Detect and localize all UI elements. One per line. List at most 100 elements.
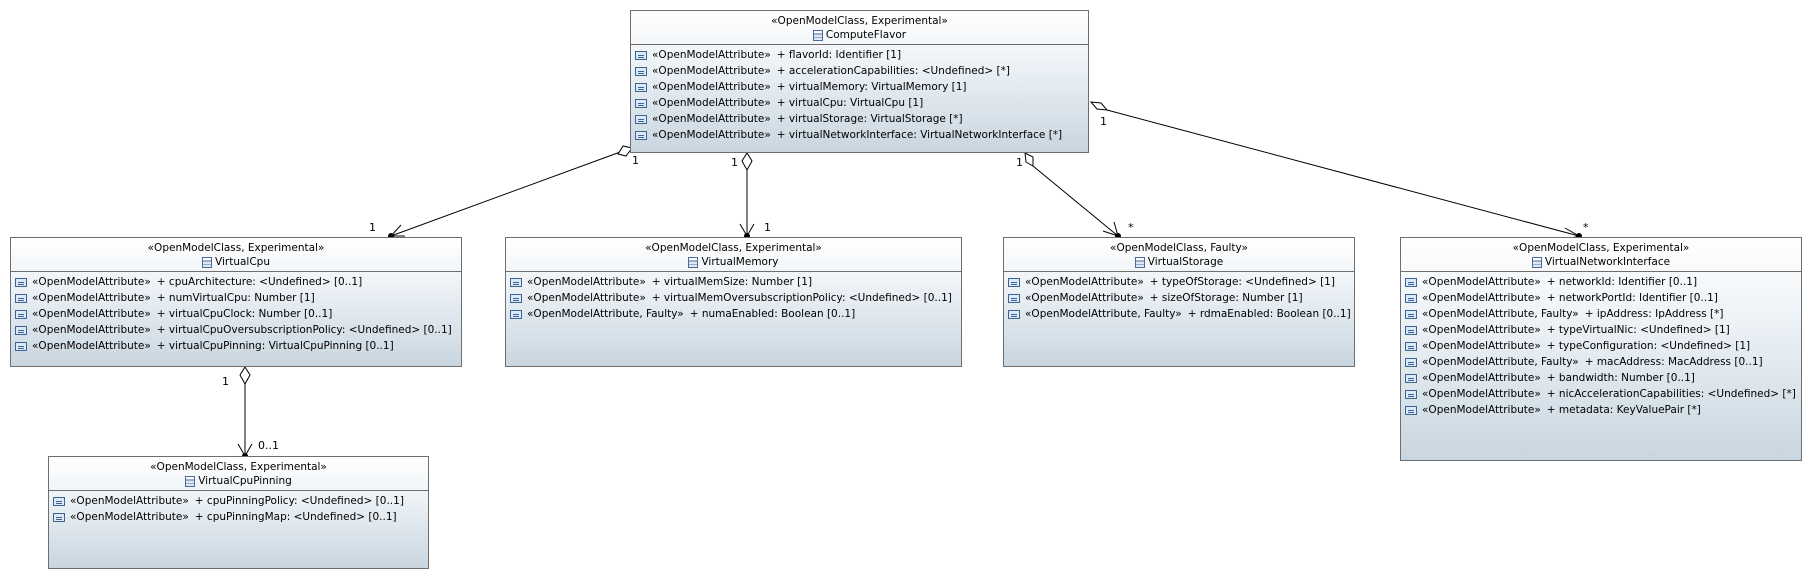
attribute-text: + rdmaEnabled: Boolean [0..1] — [1187, 308, 1351, 320]
class-box-virtualmemory[interactable]: «OpenModelClass, Experimental» VirtualMe… — [505, 237, 962, 367]
attribute-row[interactable]: «OpenModelAttribute»+ networkPortId: Ide… — [1405, 290, 1801, 306]
attribute-row[interactable]: «OpenModelAttribute»+ virtualMemory: Vir… — [635, 79, 1088, 95]
assoc-line-virtualcpu — [390, 150, 624, 237]
attribute-list: «OpenModelAttribute»+ networkId: Identif… — [1401, 272, 1801, 418]
attribute-stereotype: «OpenModelAttribute, Faulty» — [1422, 356, 1579, 368]
attribute-row[interactable]: «OpenModelAttribute» + virtualMemSize: Nu… — [510, 274, 961, 290]
attribute-row[interactable]: «OpenModelAttribute»+ numVirtualCpu: Num… — [15, 290, 461, 306]
class-box-computeflavor[interactable]: «OpenModelClass, Experimental» ComputeFl… — [630, 10, 1089, 153]
attribute-row[interactable]: «OpenModelAttribute»+ typeOfStorage: <Un… — [1008, 274, 1354, 290]
aggregation-diamond — [617, 145, 633, 157]
attribute-row[interactable]: «OpenModelAttribute» + virtualMemOversubs… — [510, 290, 961, 306]
aggregation-diamond — [239, 366, 251, 386]
class-name: ComputeFlavor — [825, 29, 907, 41]
attribute-row[interactable]: «OpenModelAttribute»+ virtualStorage: Vi… — [635, 111, 1088, 127]
attribute-row[interactable]: «OpenModelAttribute, Faulty»+ macAddress… — [1405, 354, 1801, 370]
attribute-icon — [1008, 309, 1020, 319]
attribute-text: + metadata: KeyValuePair [*] — [1546, 404, 1701, 416]
class-header: «OpenModelClass, Experimental» VirtualMe… — [506, 238, 961, 272]
attribute-stereotype: «OpenModelAttribute» — [652, 97, 771, 109]
attribute-text: + sizeOfStorage: Number [1] — [1149, 292, 1303, 304]
attribute-row[interactable]: «OpenModelAttribute, Faulty»+ numaEnable… — [510, 306, 961, 322]
attribute-stereotype: «OpenModelAttribute» — [70, 495, 189, 507]
attribute-row[interactable]: «OpenModelAttribute»+ virtualNetworkInte… — [635, 127, 1088, 143]
attribute-text: + virtualMemSize: Number [1] — [651, 276, 813, 288]
attribute-icon — [1405, 309, 1417, 319]
class-stereotype: «OpenModelClass, Experimental» — [1512, 242, 1690, 254]
attribute-stereotype: «OpenModelAttribute» — [70, 511, 189, 523]
class-name: VirtualCpuPinning — [198, 475, 292, 487]
attribute-icon — [1405, 341, 1417, 351]
attribute-stereotype: «OpenModelAttribute» — [32, 276, 151, 288]
attribute-row[interactable]: «OpenModelAttribute»+ networkId: Identif… — [1405, 274, 1801, 290]
attribute-row[interactable]: «OpenModelAttribute»+ virtualCpuClock: N… — [15, 306, 461, 322]
attribute-text: + virtualMemory: VirtualMemory [1] — [776, 81, 967, 93]
attribute-icon — [635, 66, 647, 76]
multiplicity-label: 1 — [1016, 156, 1023, 169]
aggregation-diamond — [741, 152, 753, 172]
attribute-stereotype: «OpenModelAttribute» — [32, 324, 151, 336]
attribute-text: + cpuPinningPolicy: <Undefined> [0..1] — [194, 495, 404, 507]
class-icon — [1134, 256, 1145, 268]
attribute-row[interactable]: «OpenModelAttribute»+ nicAccelerationCap… — [1405, 386, 1801, 402]
attribute-icon — [1405, 277, 1417, 287]
attribute-row[interactable]: «OpenModelAttribute»+ bandwidth: Number … — [1405, 370, 1801, 386]
class-box-virtualcpu[interactable]: «OpenModelClass, Experimental» VirtualCp… — [10, 237, 462, 367]
class-box-virtualstorage[interactable]: «OpenModelClass, Faulty» VirtualStorage … — [1003, 237, 1355, 367]
attribute-row[interactable]: «OpenModelAttribute»+ metadata: KeyValue… — [1405, 402, 1801, 418]
attribute-row[interactable]: «OpenModelAttribute»+ flavorId: Identifi… — [635, 47, 1088, 63]
attribute-row[interactable]: «OpenModelAttribute, Faulty»+ rdmaEnable… — [1008, 306, 1354, 322]
attribute-icon — [15, 309, 27, 319]
attribute-stereotype: «OpenModelAttribute» — [527, 292, 646, 304]
attribute-stereotype: «OpenModelAttribute» — [1422, 276, 1541, 288]
class-icon — [185, 475, 196, 487]
attribute-text: + virtualMemOversubscriptionPolicy: <Und… — [651, 292, 952, 304]
multiplicity-label: 1 — [222, 375, 229, 388]
attribute-stereotype: «OpenModelAttribute» — [1025, 276, 1144, 288]
attribute-row[interactable]: «OpenModelAttribute»+ accelerationCapabi… — [635, 63, 1088, 79]
class-name: VirtualMemory — [701, 256, 779, 268]
multiplicity-label: * — [1128, 221, 1134, 234]
attribute-icon — [1405, 373, 1417, 383]
attribute-text: + accelerationCapabilities: <Undefined> … — [776, 65, 1010, 77]
attribute-icon — [53, 512, 65, 522]
multiplicity-label: 1 — [731, 156, 738, 169]
class-header: «OpenModelClass, Faulty» VirtualStorage — [1004, 238, 1354, 272]
attribute-icon — [1405, 357, 1417, 367]
attribute-icon — [635, 82, 647, 92]
attribute-stereotype: «OpenModelAttribute» — [1422, 292, 1541, 304]
attribute-text: + numaEnabled: Boolean [0..1] — [689, 308, 856, 320]
attribute-text: + virtualStorage: VirtualStorage [*] — [776, 113, 963, 125]
attribute-icon — [53, 496, 65, 506]
multiplicity-label: * — [1583, 221, 1589, 234]
attribute-row[interactable]: «OpenModelAttribute» + typeVirtualNic: <U… — [1405, 322, 1801, 338]
attribute-row[interactable]: «OpenModelAttribute, Faulty»+ ipAddress:… — [1405, 306, 1801, 322]
attribute-row[interactable]: «OpenModelAttribute» + cpuPinningMap: <Un… — [53, 509, 428, 525]
attribute-stereotype: «OpenModelAttribute» — [1422, 324, 1541, 336]
multiplicity-label: 1 — [764, 221, 771, 234]
attribute-stereotype: «OpenModelAttribute» — [1422, 340, 1541, 352]
class-icon — [202, 256, 213, 268]
attribute-row[interactable]: «OpenModelAttribute»+ sizeOfStorage: Num… — [1008, 290, 1354, 306]
attribute-icon — [1405, 389, 1417, 399]
attribute-row[interactable]: «OpenModelAttribute» + cpuPinningPolicy: … — [53, 493, 428, 509]
attribute-text: + typeVirtualNic: <Undefined> [1] — [1546, 324, 1730, 336]
class-header: «OpenModelClass, Experimental» VirtualCp… — [49, 457, 428, 491]
attribute-text: + virtualNetworkInterface: VirtualNetwor… — [776, 129, 1063, 141]
attribute-row[interactable]: «OpenModelAttribute»+ virtualCpuOversubs… — [15, 322, 461, 338]
attribute-text: + virtualCpu: VirtualCpu [1] — [776, 97, 924, 109]
attribute-row[interactable]: «OpenModelAttribute» + virtualCpu: Virtua… — [635, 95, 1088, 111]
attribute-text: + flavorId: Identifier [1] — [776, 49, 902, 61]
attribute-icon — [15, 325, 27, 335]
attribute-row[interactable]: «OpenModelAttribute»+ cpuArchitecture: <… — [15, 274, 461, 290]
attribute-row[interactable]: «OpenModelAttribute»+ typeConfiguration:… — [1405, 338, 1801, 354]
class-header: «OpenModelClass, Experimental» VirtualNe… — [1401, 238, 1801, 272]
attribute-stereotype: «OpenModelAttribute» — [527, 276, 646, 288]
class-box-virtualnetworkinterface[interactable]: «OpenModelClass, Experimental» VirtualNe… — [1400, 237, 1802, 461]
attribute-list: «OpenModelAttribute» + virtualMemSize: Nu… — [506, 272, 961, 322]
attribute-text: + numVirtualCpu: Number [1] — [156, 292, 315, 304]
class-box-virtualcpupinning[interactable]: «OpenModelClass, Experimental» VirtualCp… — [48, 456, 429, 569]
attribute-row[interactable]: «OpenModelAttribute»+ virtualCpuPinning:… — [15, 338, 461, 354]
attribute-text: + cpuPinningMap: <Undefined> [0..1] — [194, 511, 397, 523]
class-header: «OpenModelClass, Experimental» ComputeFl… — [631, 11, 1088, 45]
